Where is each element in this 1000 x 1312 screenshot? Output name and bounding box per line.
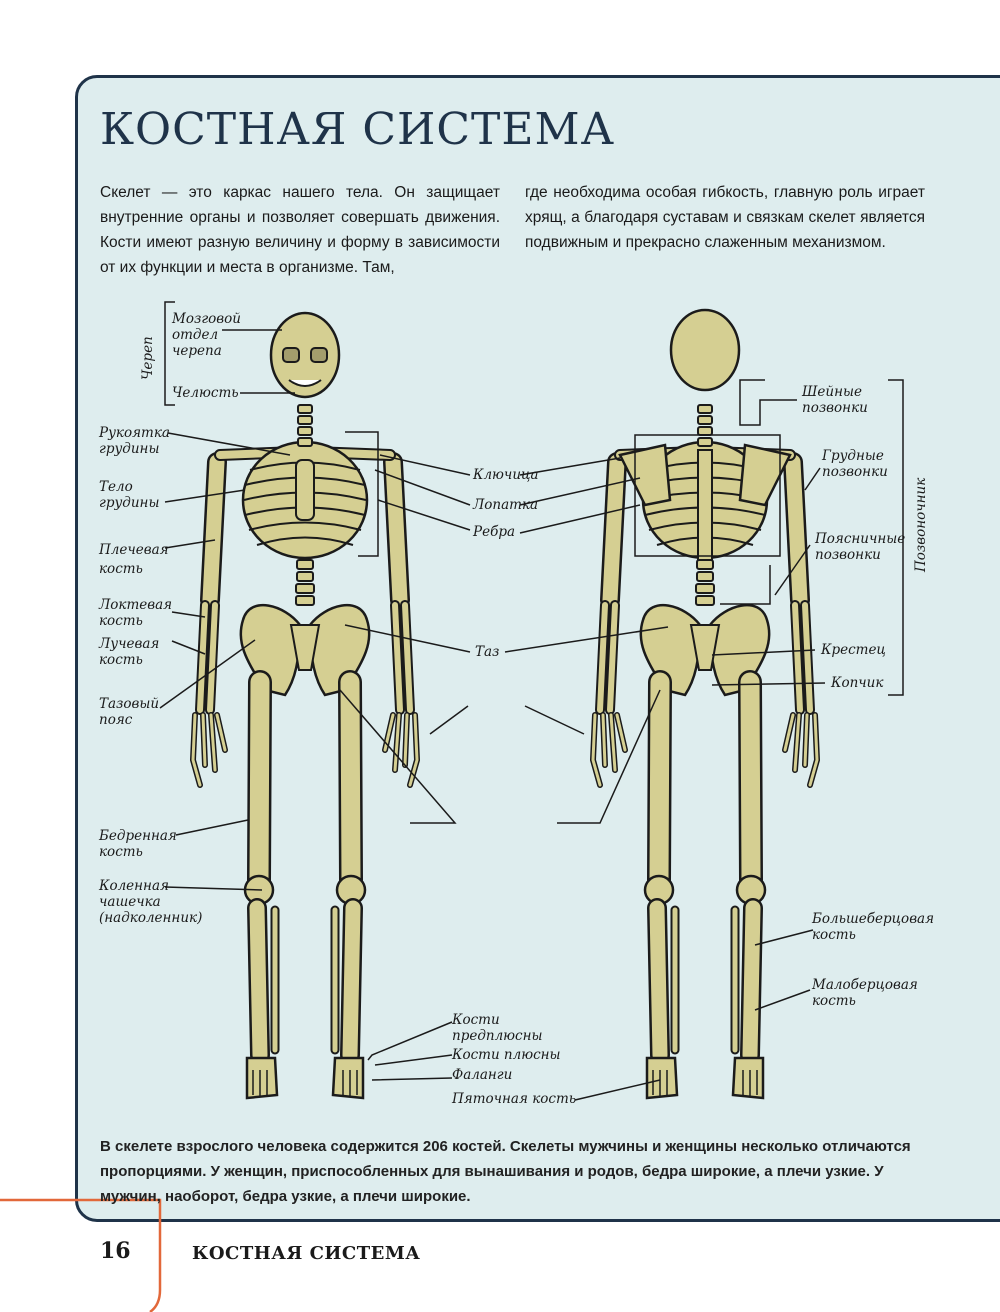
- label-femur: Бедренная кость: [99, 828, 177, 860]
- back-skeleton: [593, 308, 817, 1098]
- label-tibia: Большеберцовая кость: [812, 911, 935, 943]
- page-number: 16: [100, 1238, 131, 1264]
- label-thoracic: Грудные позвонки: [822, 448, 888, 480]
- label-cranium: Мозговой отдел черепа: [172, 311, 241, 359]
- label-pelvic-girdle: Тазовый пояс: [99, 696, 160, 728]
- label-coccyx: Копчик: [831, 675, 884, 691]
- label-scapula: Лопатка: [473, 497, 539, 513]
- label-sternum-body: Тело грудины: [99, 479, 160, 511]
- intro-right: где необходима особая гибкость, главную …: [525, 184, 925, 251]
- label-spine: Позвоночник: [913, 477, 929, 572]
- label-ribs: Ребра: [473, 524, 516, 540]
- label-ulna: Локтевая кость: [99, 597, 173, 629]
- label-pelvis: Таз: [475, 644, 500, 660]
- intro-left: Скелет — это каркас нашего тела. Он защи…: [100, 184, 500, 276]
- label-tarsals: Кости предплюсны: [452, 1012, 543, 1044]
- page-title: КОСТНАЯ СИСТЕМА: [100, 104, 615, 155]
- label-calcaneus: Пяточная кость: [452, 1091, 577, 1107]
- label-skull: Череп: [140, 336, 156, 380]
- label-jaw: Челюсть: [172, 385, 239, 401]
- label-metatarsals: Кости плюсны: [452, 1047, 561, 1063]
- front-skeleton: [193, 311, 417, 1098]
- footer-title: КОСТНАЯ СИСТЕМА: [192, 1243, 421, 1264]
- label-humerus: Плечевая кость: [99, 542, 169, 577]
- summary-text: В скелете взрослого человека содержится …: [100, 1138, 911, 1205]
- label-sacrum: Крестец: [821, 642, 886, 658]
- label-lumbar: Поясничные позвонки: [815, 531, 906, 563]
- label-patella: Коленная чашечка (надколенник): [99, 878, 203, 926]
- label-radius: Лучевая кость: [99, 636, 160, 668]
- label-manubrium: Рукоятка грудины: [99, 425, 170, 457]
- label-clavicle: Ключица: [473, 467, 539, 483]
- content-panel: [75, 75, 1000, 1222]
- label-cervical: Шейные позвонки: [802, 384, 868, 416]
- page-accent-line: [0, 1198, 162, 1312]
- label-phalanges: Фаланги: [452, 1067, 513, 1083]
- label-fibula: Малоберцовая кость: [812, 977, 918, 1009]
